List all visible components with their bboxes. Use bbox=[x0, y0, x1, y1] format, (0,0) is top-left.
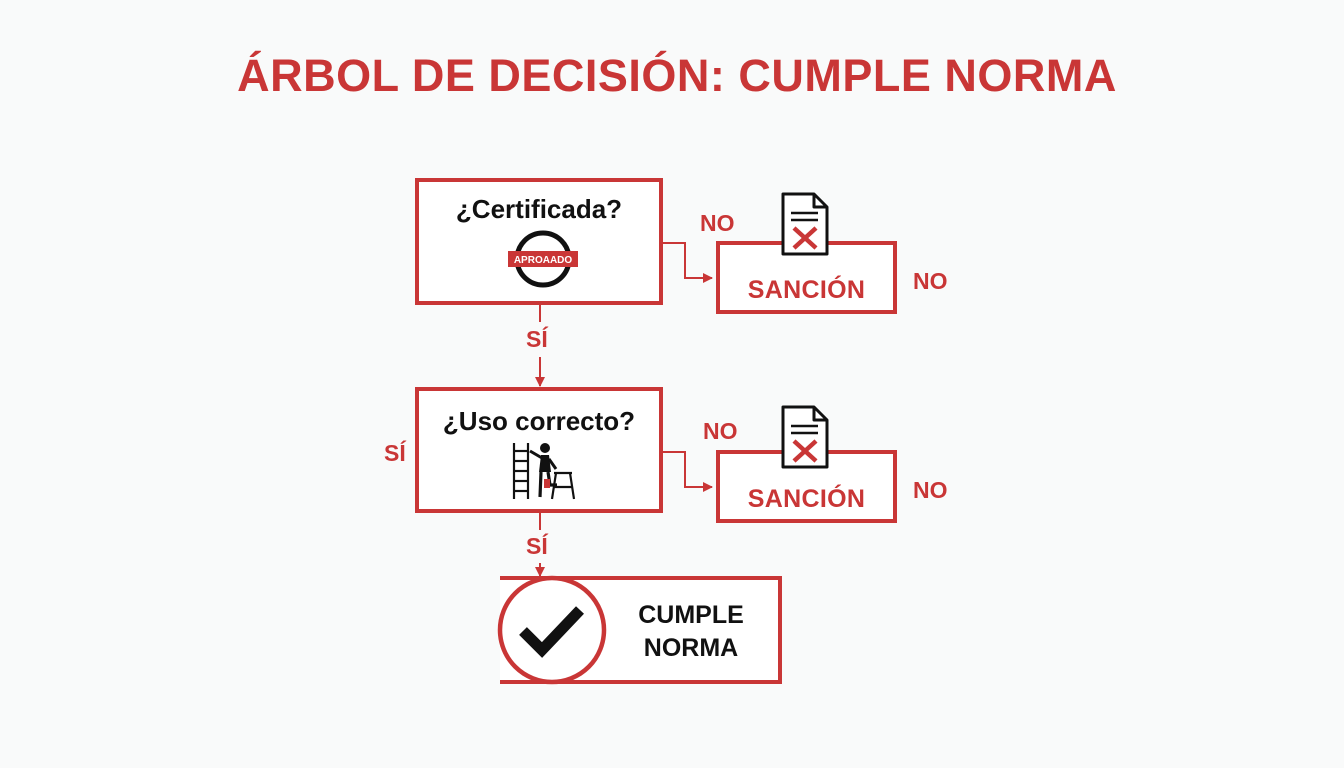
edge-label-q2-yes-left: SÍ bbox=[384, 440, 406, 466]
sanction-1-label: SANCIÓN bbox=[747, 276, 866, 304]
edge-label-q1-no-right: NO bbox=[913, 268, 948, 294]
approved-stamp-icon: APROAADO bbox=[506, 230, 580, 288]
stamp-text: APROAADO bbox=[514, 255, 573, 266]
edge-label-q2-yes: SÍ bbox=[526, 533, 548, 559]
edge-q1-no bbox=[662, 242, 713, 283]
result-label: CUMPLE NORMA bbox=[606, 599, 776, 665]
sanction-2-label: SANCIÓN bbox=[747, 485, 866, 513]
page-title: ÁRBOL DE DECISIÓN: CUMPLE NORMA bbox=[237, 50, 1117, 101]
edge-label-q1-no: NO bbox=[700, 210, 735, 236]
rejected-document-icon bbox=[781, 192, 829, 256]
rejected-document-icon bbox=[781, 405, 829, 469]
decision-uso-correcto-label: ¿Uso correcto? bbox=[442, 406, 636, 436]
decision-certificada-label: ¿Certificada? bbox=[455, 194, 623, 224]
decision-certificada: ¿Certificada? APROAADO bbox=[415, 178, 663, 305]
decision-uso-correcto: ¿Uso correcto? bbox=[415, 387, 663, 513]
ladder-worker-icon bbox=[512, 443, 576, 500]
edge-label-q2-no: NO bbox=[703, 418, 738, 444]
result-label-line2: NORMA bbox=[643, 634, 739, 662]
edge-q2-no bbox=[662, 451, 713, 492]
result-label-line1: CUMPLE bbox=[638, 601, 744, 629]
edge-label-q1-yes: SÍ bbox=[526, 326, 548, 352]
edge-label-q2-no-right: NO bbox=[913, 477, 948, 503]
checkmark-icon bbox=[497, 575, 607, 685]
